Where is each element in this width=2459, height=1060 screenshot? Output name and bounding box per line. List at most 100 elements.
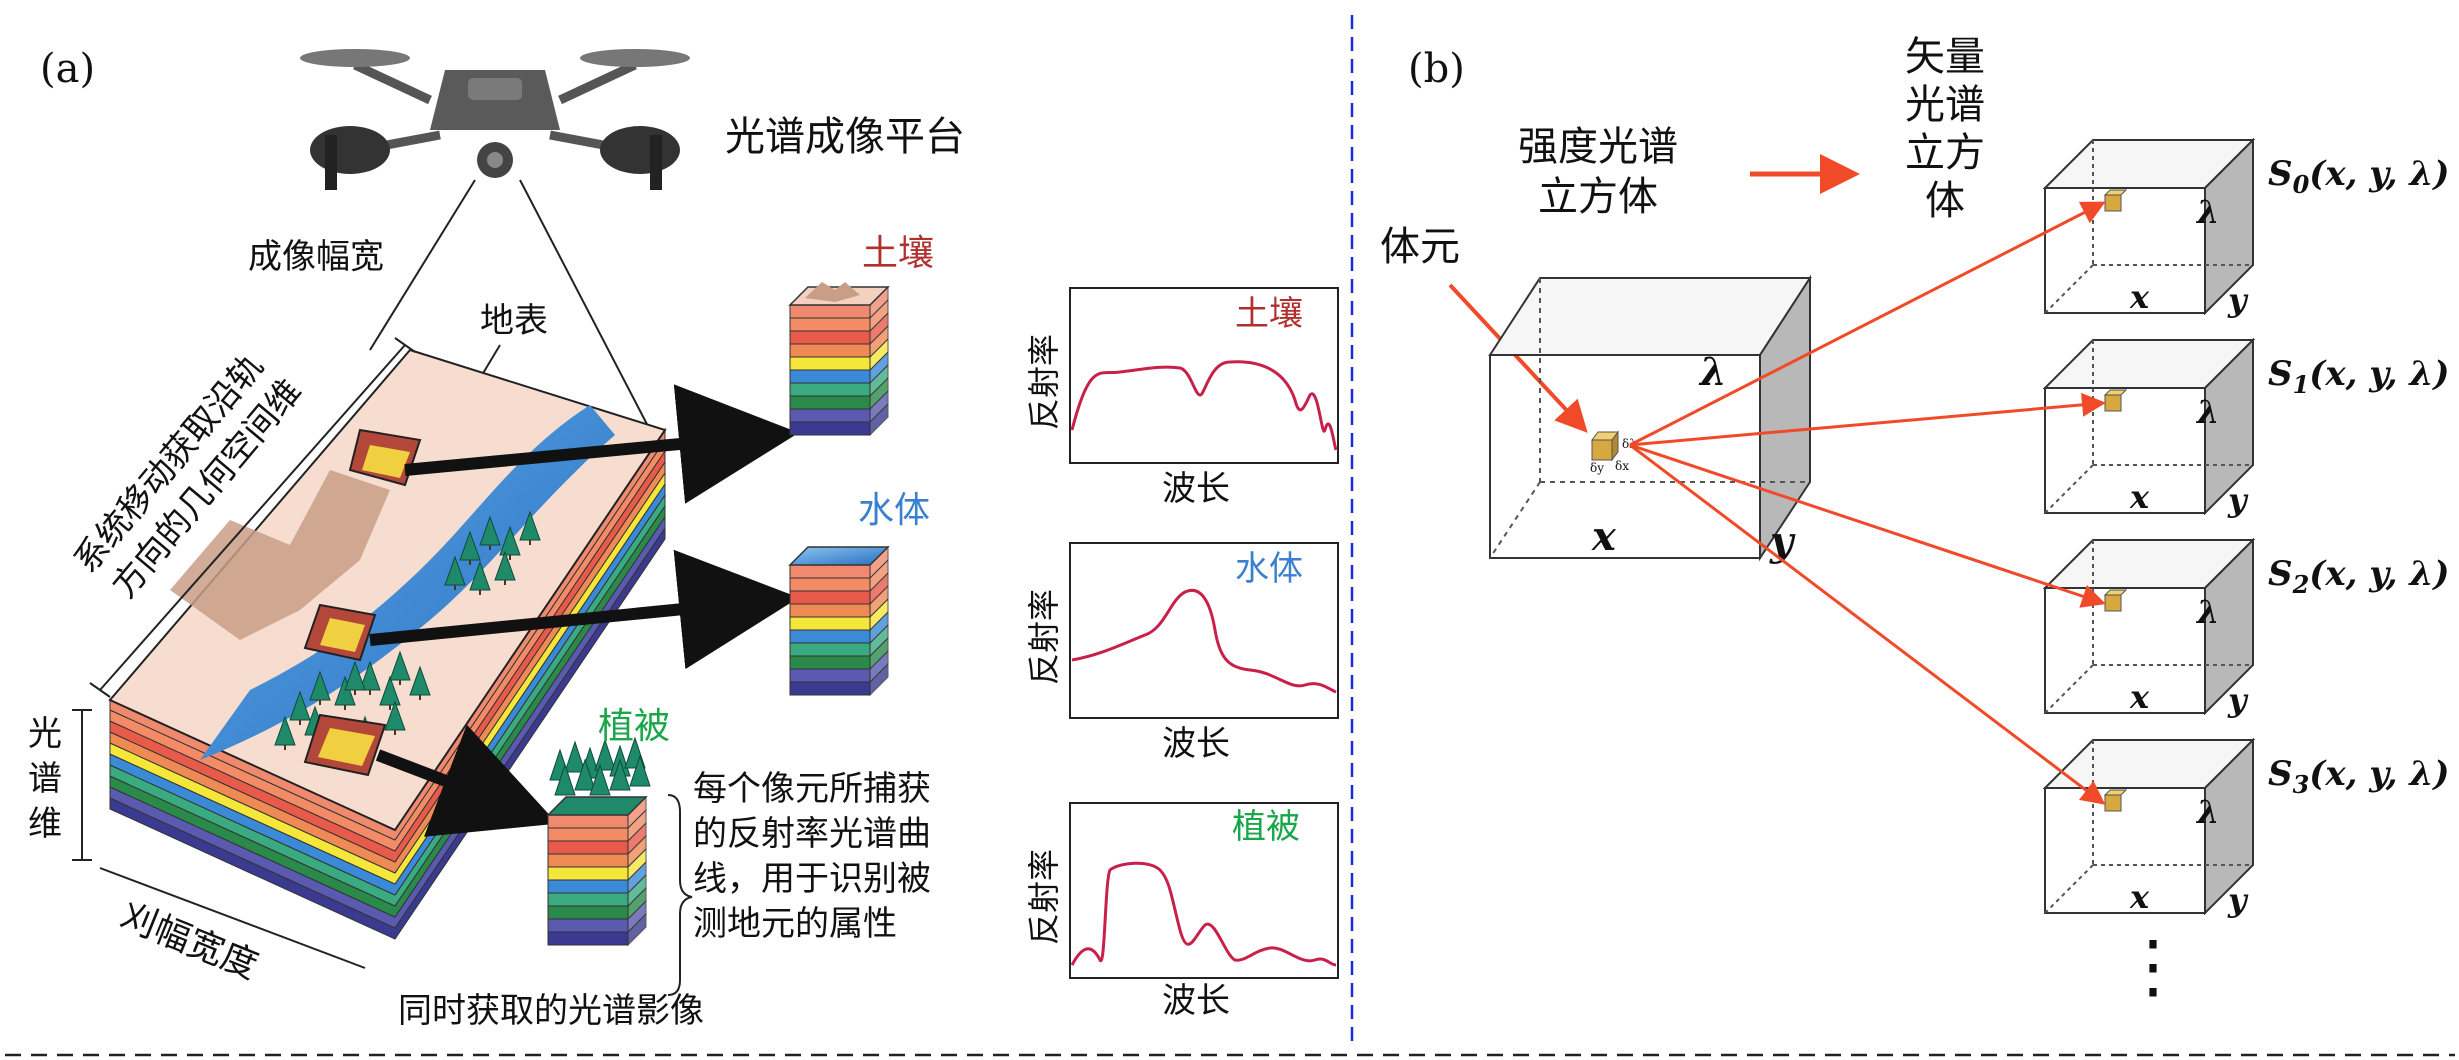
soil-texture xyxy=(805,282,860,302)
vector-cube-label-4: 体 xyxy=(1925,178,1965,224)
voxel-cube-icon xyxy=(2104,594,2122,612)
stack-label-soil: 土壤 xyxy=(862,233,934,274)
plot-soil-title: 土壤 xyxy=(1235,294,1303,334)
tree-icon xyxy=(554,763,576,796)
panel-b-label: (b) xyxy=(1408,46,1465,92)
surface-image xyxy=(108,348,667,832)
spectral-dim-char-3: 维 xyxy=(28,804,62,844)
swath-width-label: 成像幅宽 xyxy=(248,237,384,277)
voxel-to-stokes-arrow xyxy=(1629,392,2106,447)
plot-water: 水体 反射率 波长 xyxy=(1025,542,1339,764)
stokes-axis-x: x xyxy=(2129,678,2150,716)
voxel-label: 体元 xyxy=(1380,224,1460,270)
spectral-dim-char-2: 谱 xyxy=(28,759,62,799)
stokes-label: S1(x, y, λ) xyxy=(2268,354,2449,399)
voxel-cube-icon xyxy=(2104,194,2122,212)
description-line-1: 每个像元所捕获 xyxy=(693,769,931,809)
cube-hidden-edge xyxy=(2044,864,2094,914)
pixel-layer xyxy=(789,408,871,423)
plot-soil-xlabel: 波长 xyxy=(1162,469,1230,509)
water-top xyxy=(788,546,890,566)
pixel-layer xyxy=(789,330,871,345)
brace xyxy=(667,794,693,996)
pixel-layer xyxy=(547,814,629,829)
stokes-axis-y: y xyxy=(2227,881,2249,919)
sample-window-soil xyxy=(348,428,422,487)
sample-window-water xyxy=(303,603,377,662)
ellipsis: ⋮ xyxy=(2118,925,2188,1007)
plot-water-ylabel: 反射率 xyxy=(1025,589,1063,685)
pixel-layer xyxy=(789,356,871,371)
soil-pixel-stack xyxy=(788,282,890,437)
spectral-dimension-line xyxy=(72,709,92,861)
voxel-cube-icon xyxy=(2104,394,2122,412)
pixel-layer xyxy=(789,382,871,397)
cube-front-face xyxy=(2044,187,2206,314)
stokes-axis-x: x xyxy=(2129,878,2150,916)
arrow-to-vegetation xyxy=(375,724,558,837)
voxel-top xyxy=(2103,389,2128,396)
voxel-cube-icon xyxy=(2104,794,2122,812)
pixel-layer xyxy=(789,616,871,631)
pixel-layer xyxy=(547,827,629,842)
pixel-layer xyxy=(547,918,629,933)
voxel-to-stokes-arrow xyxy=(1629,443,2106,805)
arrow-to-soil xyxy=(404,384,799,504)
track-dimension-line xyxy=(89,337,416,698)
cube-axis-x: x xyxy=(1591,513,1617,560)
curve-vegetation xyxy=(1070,861,1337,967)
intensity-cube-label-1: 强度光谱 xyxy=(1518,124,1678,170)
voxel-pointer xyxy=(1448,283,1588,433)
view-line-left xyxy=(369,179,476,351)
pixel-layer xyxy=(547,905,629,920)
cube-axis-lambda: λ xyxy=(1698,349,1727,394)
plot-water-title: 水体 xyxy=(1235,549,1303,589)
tree-icon xyxy=(609,758,631,791)
stokes-label: S2(x, y, λ) xyxy=(2268,554,2449,599)
surface-label: 地表 xyxy=(480,301,548,341)
voxel-to-stokes-arrow xyxy=(1629,201,2106,447)
pixel-layer xyxy=(789,577,871,592)
curve-soil xyxy=(1070,360,1338,451)
pixel-layer xyxy=(789,603,871,618)
pixel-layer xyxy=(789,317,871,332)
drone-icon xyxy=(300,49,690,190)
cube-front-face xyxy=(2044,787,2206,914)
intensity-cube-label-2: 立方体 xyxy=(1538,174,1658,220)
cube-hidden-edge xyxy=(2044,464,2094,514)
description-line-4: 测地元的属性 xyxy=(693,904,897,944)
view-line-right xyxy=(519,179,651,431)
tree-icon xyxy=(589,763,611,796)
stokes-axis-lambda: λ xyxy=(2195,593,2219,631)
stokes-label: S3(x, y, λ) xyxy=(2268,754,2449,799)
stokes-axis-lambda: λ xyxy=(2195,393,2219,431)
stokes-axis-lambda: λ xyxy=(2195,193,2219,231)
water-pixel-stack xyxy=(788,545,890,697)
vegetation-pixel-stack xyxy=(546,736,651,947)
pixel-layer xyxy=(789,668,871,683)
tree-icon xyxy=(564,740,586,773)
stokes-axis-lambda: λ xyxy=(2195,793,2219,831)
vegetation-top xyxy=(546,796,648,816)
pixel-layer xyxy=(547,931,629,946)
description-line-2: 的反射率光谱曲 xyxy=(693,814,931,854)
pixel-layer xyxy=(789,590,871,605)
stokes-axis-x: x xyxy=(2129,278,2150,316)
spectral-dim-char-1: 光 xyxy=(28,714,62,754)
curve-water xyxy=(1071,588,1337,694)
stokes-axis-x: x xyxy=(2129,478,2150,516)
stack-label-vegetation: 植被 xyxy=(598,706,670,747)
pixel-layer xyxy=(789,369,871,384)
plot-soil: 土壤 反射率 波长 xyxy=(1025,287,1339,509)
vector-cube-label-2: 光谱 xyxy=(1905,82,1985,128)
voxel-top xyxy=(2103,589,2128,596)
pixel-layer xyxy=(789,564,871,579)
plot-vegetation-ylabel: 反射率 xyxy=(1025,849,1063,945)
stokes-label: S0(x, y, λ) xyxy=(2268,154,2449,199)
pixel-layer xyxy=(789,681,871,696)
tree-icon xyxy=(629,754,651,787)
